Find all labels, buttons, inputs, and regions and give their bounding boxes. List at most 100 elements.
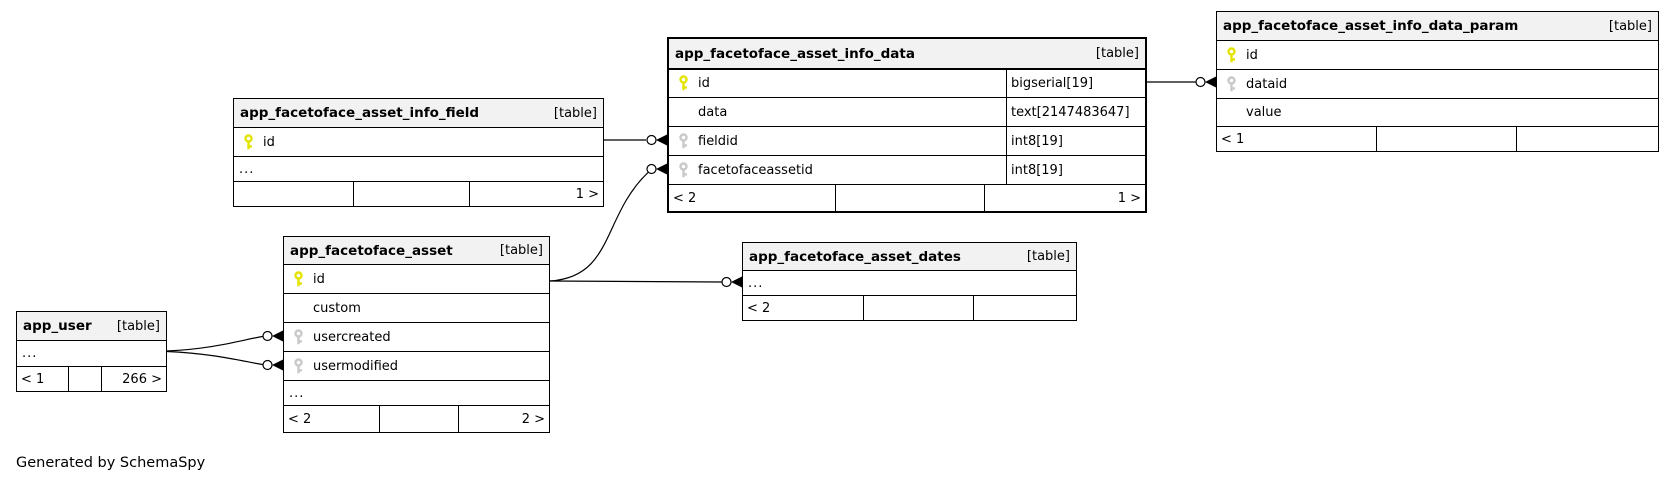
table-footer: 1 >	[234, 181, 603, 206]
crowfoot-icon	[1205, 76, 1216, 88]
foreign-key-icon	[1217, 75, 1246, 93]
footer-cell: 1 >	[469, 182, 603, 206]
table-type-badge: [table]	[1026, 249, 1070, 264]
footer-cell	[973, 296, 1076, 320]
column-name: id	[1246, 47, 1258, 63]
relation-asset-to-dates	[549, 276, 742, 288]
footer-cell: 1 >	[984, 185, 1145, 211]
column-datatype: text[2147483647]	[1011, 104, 1130, 120]
hidden-columns-row: ...	[17, 340, 166, 366]
primary-key-icon	[234, 133, 263, 151]
crowfoot-icon	[272, 359, 283, 371]
table-name[interactable]: app_facetoface_asset_info_data	[675, 45, 915, 62]
footer-cell	[353, 182, 469, 206]
hidden-columns-row: ...	[284, 380, 549, 405]
hidden-columns-row: ...	[234, 156, 603, 181]
column-name: data	[698, 104, 728, 120]
column-name: custom	[313, 300, 361, 316]
table-type-badge: [table]	[1608, 18, 1652, 34]
footer-cell	[835, 185, 984, 211]
footer-cell	[234, 182, 353, 206]
table-name[interactable]: app_facetoface_asset_dates	[749, 248, 961, 265]
column-name: facetofaceassetid	[698, 162, 813, 178]
footer-cell	[68, 367, 101, 391]
foreign-key-icon	[284, 328, 313, 346]
footer-cell: 266 >	[101, 367, 166, 391]
table-header-app_user[interactable]: app_user [table]	[17, 312, 166, 340]
column-name: value	[1246, 105, 1282, 120]
primary-key-icon	[669, 75, 698, 92]
table-app_facetoface_asset_info_data[interactable]: app_facetoface_asset_info_data [table] id b…	[667, 37, 1147, 213]
column-row-id: id bigserial[19]	[669, 68, 1145, 97]
table-header-app_facetoface_asset[interactable]: app_facetoface_asset [table]	[284, 237, 549, 264]
crowfoot-icon	[656, 134, 667, 146]
column-row-data: data text[2147483647]	[669, 97, 1145, 126]
hidden-columns-row: ...	[743, 270, 1076, 295]
footer-cell	[379, 406, 458, 432]
column-datatype: int8[19]	[1011, 162, 1063, 178]
table-name[interactable]: app_user	[23, 318, 92, 334]
primary-key-icon	[1217, 46, 1246, 64]
table-type-badge: [table]	[499, 243, 543, 258]
crowfoot-icon	[731, 276, 742, 288]
table-app_facetoface_asset[interactable]: app_facetoface_asset [table] id custom userc…	[283, 236, 550, 433]
table-type-badge: [table]	[116, 318, 160, 334]
column-row-value: value	[1217, 98, 1658, 126]
table-header-app_facetoface_asset_info_data_param[interactable]: app_facetoface_asset_info_data_param [tab…	[1217, 12, 1658, 40]
table-name[interactable]: app_facetoface_asset	[290, 242, 453, 259]
table-header-app_facetoface_asset_info_field[interactable]: app_facetoface_asset_info_field [table]	[234, 99, 603, 127]
table-app_facetoface_asset_info_field[interactable]: app_facetoface_asset_info_field [table] id…	[233, 98, 604, 207]
column-name: fieldid	[698, 133, 738, 149]
column-row-id: id	[284, 264, 549, 293]
relation-info-field-to-info-data	[604, 134, 667, 146]
column-name: id	[313, 271, 325, 287]
column-datatype: bigserial[19]	[1011, 76, 1094, 91]
table-header-app_facetoface_asset_info_data[interactable]: app_facetoface_asset_info_data [table]	[669, 39, 1145, 68]
foreign-key-icon	[669, 132, 698, 150]
table-type-badge: [table]	[553, 105, 597, 121]
table-footer: < 2	[743, 295, 1076, 320]
footer-cell	[1516, 127, 1658, 151]
table-app_facetoface_asset_info_data_param[interactable]: app_facetoface_asset_info_data_param [tab…	[1216, 11, 1659, 152]
footer-cell	[863, 296, 973, 320]
foreign-key-icon	[669, 161, 698, 179]
footer-cell: < 1	[1221, 131, 1245, 147]
primary-key-icon	[284, 270, 313, 288]
column-name: id	[698, 76, 710, 91]
column-row-fieldid: fieldid int8[19]	[669, 126, 1145, 155]
table-name[interactable]: app_facetoface_asset_info_field	[240, 105, 480, 121]
column-name: usercreated	[313, 329, 391, 345]
column-row-id: id	[234, 127, 603, 156]
relation-user-to-asset-usercreated	[166, 330, 283, 352]
generated-by-caption: Generated by SchemaSpy	[16, 455, 206, 471]
footer-cell: < 2	[673, 190, 697, 206]
column-row-facetofaceassetid: facetofaceassetid int8[19]	[669, 155, 1145, 184]
column-datatype: int8[19]	[1011, 133, 1063, 149]
table-footer: < 1	[1217, 126, 1658, 151]
footer-cell	[1376, 127, 1516, 151]
relation-user-to-asset-usermodified	[166, 350, 283, 371]
column-row-usermodified: usermodified	[284, 351, 549, 380]
column-row-usercreated: usercreated	[284, 322, 549, 351]
column-name: id	[263, 134, 275, 150]
crowfoot-icon	[272, 330, 283, 342]
column-row-id: id	[1217, 40, 1658, 69]
column-name: dataid	[1246, 76, 1288, 92]
foreign-key-icon	[284, 357, 313, 375]
table-type-badge: [table]	[1095, 46, 1139, 61]
relation-info-data-to-param	[1147, 76, 1216, 88]
table-header-app_facetoface_asset_dates[interactable]: app_facetoface_asset_dates [table]	[743, 243, 1076, 270]
column-name: usermodified	[313, 358, 399, 374]
table-footer: < 2 1 >	[669, 184, 1145, 211]
column-row-dataid: dataid	[1217, 69, 1658, 98]
footer-cell: 2 >	[458, 406, 549, 432]
footer-cell: < 2	[288, 411, 312, 427]
table-name[interactable]: app_facetoface_asset_info_data_param	[1223, 18, 1519, 34]
table-footer: < 2 2 >	[284, 405, 549, 432]
footer-cell: < 2	[747, 300, 771, 316]
table-app_facetoface_asset_dates[interactable]: app_facetoface_asset_dates [table]... < 2	[742, 242, 1077, 321]
